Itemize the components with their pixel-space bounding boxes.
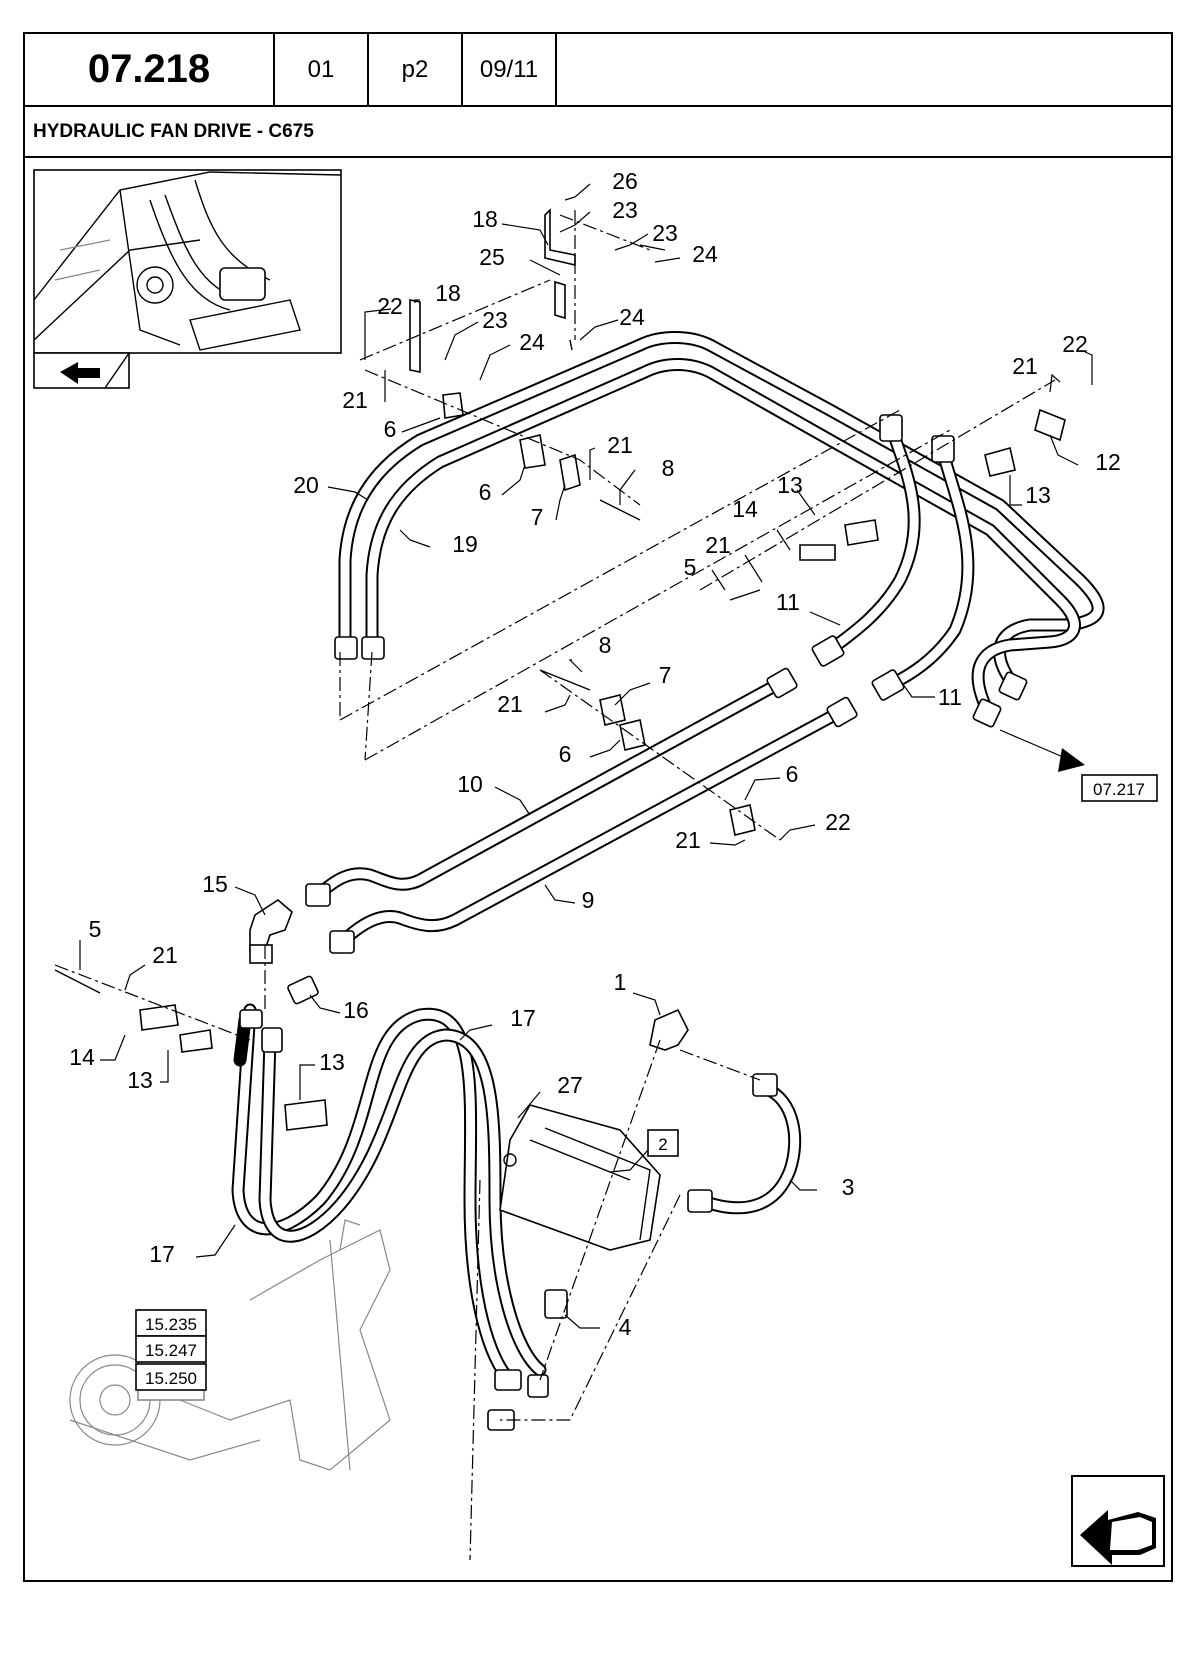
callout-5: 5 bbox=[89, 916, 102, 942]
callout-14: 14 bbox=[69, 1044, 95, 1070]
callout-17: 17 bbox=[149, 1241, 175, 1267]
callout-leaders bbox=[79, 183, 1093, 1329]
ref-15250: 15.250 bbox=[145, 1369, 197, 1388]
callout-13: 13 bbox=[319, 1049, 345, 1075]
pipe-19-20 bbox=[334, 331, 1105, 772]
next-page-arrow-icon[interactable] bbox=[1071, 1475, 1165, 1567]
callout-23: 23 bbox=[652, 220, 678, 246]
page-number: p2 bbox=[367, 32, 463, 107]
page-title: HYDRAULIC FAN DRIVE - C675 bbox=[23, 105, 1173, 158]
hose-17 bbox=[231, 1003, 549, 1431]
callout-20: 20 bbox=[293, 472, 319, 498]
callout-24: 24 bbox=[692, 241, 718, 267]
ref-15247: 15.247 bbox=[145, 1341, 197, 1360]
callout-8: 8 bbox=[599, 632, 612, 658]
callout-15: 15 bbox=[202, 871, 228, 897]
pipe-9-10 bbox=[305, 667, 858, 954]
callout-10: 10 bbox=[457, 771, 483, 797]
callout-3: 3 bbox=[842, 1174, 855, 1200]
callout-6: 6 bbox=[384, 416, 397, 442]
ref-box-15247 bbox=[135, 1335, 207, 1363]
callout-13: 13 bbox=[127, 1067, 153, 1093]
callout-21: 21 bbox=[607, 432, 633, 458]
callout-23: 23 bbox=[612, 197, 638, 223]
callout-21: 21 bbox=[497, 691, 523, 717]
callout-12: 12 bbox=[1095, 449, 1121, 475]
part-2-box bbox=[647, 1129, 679, 1157]
ref-box-15250 bbox=[135, 1363, 207, 1391]
callout-14: 14 bbox=[732, 496, 758, 522]
callout-4: 4 bbox=[619, 1314, 632, 1340]
callout-6: 6 bbox=[559, 741, 572, 767]
callout-22: 22 bbox=[1062, 331, 1088, 357]
hose-11 bbox=[811, 414, 975, 701]
page-frame bbox=[23, 32, 1173, 1582]
callout-21: 21 bbox=[705, 532, 731, 558]
callout-1: 1 bbox=[614, 969, 627, 995]
callout-18: 18 bbox=[472, 206, 498, 232]
callout-16: 16 bbox=[343, 997, 369, 1023]
callout-7: 7 bbox=[531, 504, 544, 530]
ref-15235: 15.235 bbox=[145, 1315, 197, 1334]
callout-21: 21 bbox=[675, 827, 701, 853]
callout-5: 5 bbox=[684, 554, 697, 580]
assembly-lines bbox=[54, 210, 1056, 1561]
callout-18: 18 bbox=[435, 280, 461, 306]
callout-8: 8 bbox=[662, 455, 675, 481]
callout-11: 11 bbox=[776, 589, 800, 615]
callout-11: 11 bbox=[938, 684, 962, 710]
callout-19: 19 bbox=[452, 531, 478, 557]
callout-23: 23 bbox=[482, 307, 508, 333]
callout-7: 7 bbox=[659, 662, 672, 688]
location-inset bbox=[33, 169, 342, 389]
ref-box-15235 bbox=[135, 1309, 207, 1337]
callout-24: 24 bbox=[619, 304, 645, 330]
callout-27: 27 bbox=[557, 1072, 583, 1098]
ref-box-07217 bbox=[1081, 774, 1158, 802]
callout-22: 22 bbox=[377, 293, 403, 319]
fan-support-bracket bbox=[69, 1219, 391, 1471]
callout-17: 17 bbox=[510, 1005, 536, 1031]
callout-2: 2 bbox=[658, 1135, 667, 1154]
issue-date: 09/11 bbox=[461, 32, 557, 107]
callout-21: 21 bbox=[1012, 353, 1038, 379]
tube-3-elbow-1 bbox=[649, 1008, 802, 1215]
callout-26: 26 bbox=[612, 168, 638, 194]
callout-labels: 26 18 23 23 24 25 18 22 23 24 24 21 6 20… bbox=[69, 168, 1121, 1340]
callout-13: 13 bbox=[777, 472, 803, 498]
callout-21: 21 bbox=[152, 942, 178, 968]
elbow-15-union-16 bbox=[249, 899, 319, 1005]
callout-21: 21 bbox=[342, 387, 368, 413]
callout-6: 6 bbox=[479, 479, 492, 505]
callout-6: 6 bbox=[786, 761, 799, 787]
callout-9: 9 bbox=[582, 887, 595, 913]
fan-motor-2 bbox=[499, 1104, 661, 1319]
callout-24: 24 bbox=[519, 329, 545, 355]
callout-13: 13 bbox=[1025, 482, 1051, 508]
callout-22: 22 bbox=[825, 809, 851, 835]
callout-25: 25 bbox=[479, 244, 505, 270]
ref-07217: 07.217 bbox=[1093, 780, 1145, 799]
